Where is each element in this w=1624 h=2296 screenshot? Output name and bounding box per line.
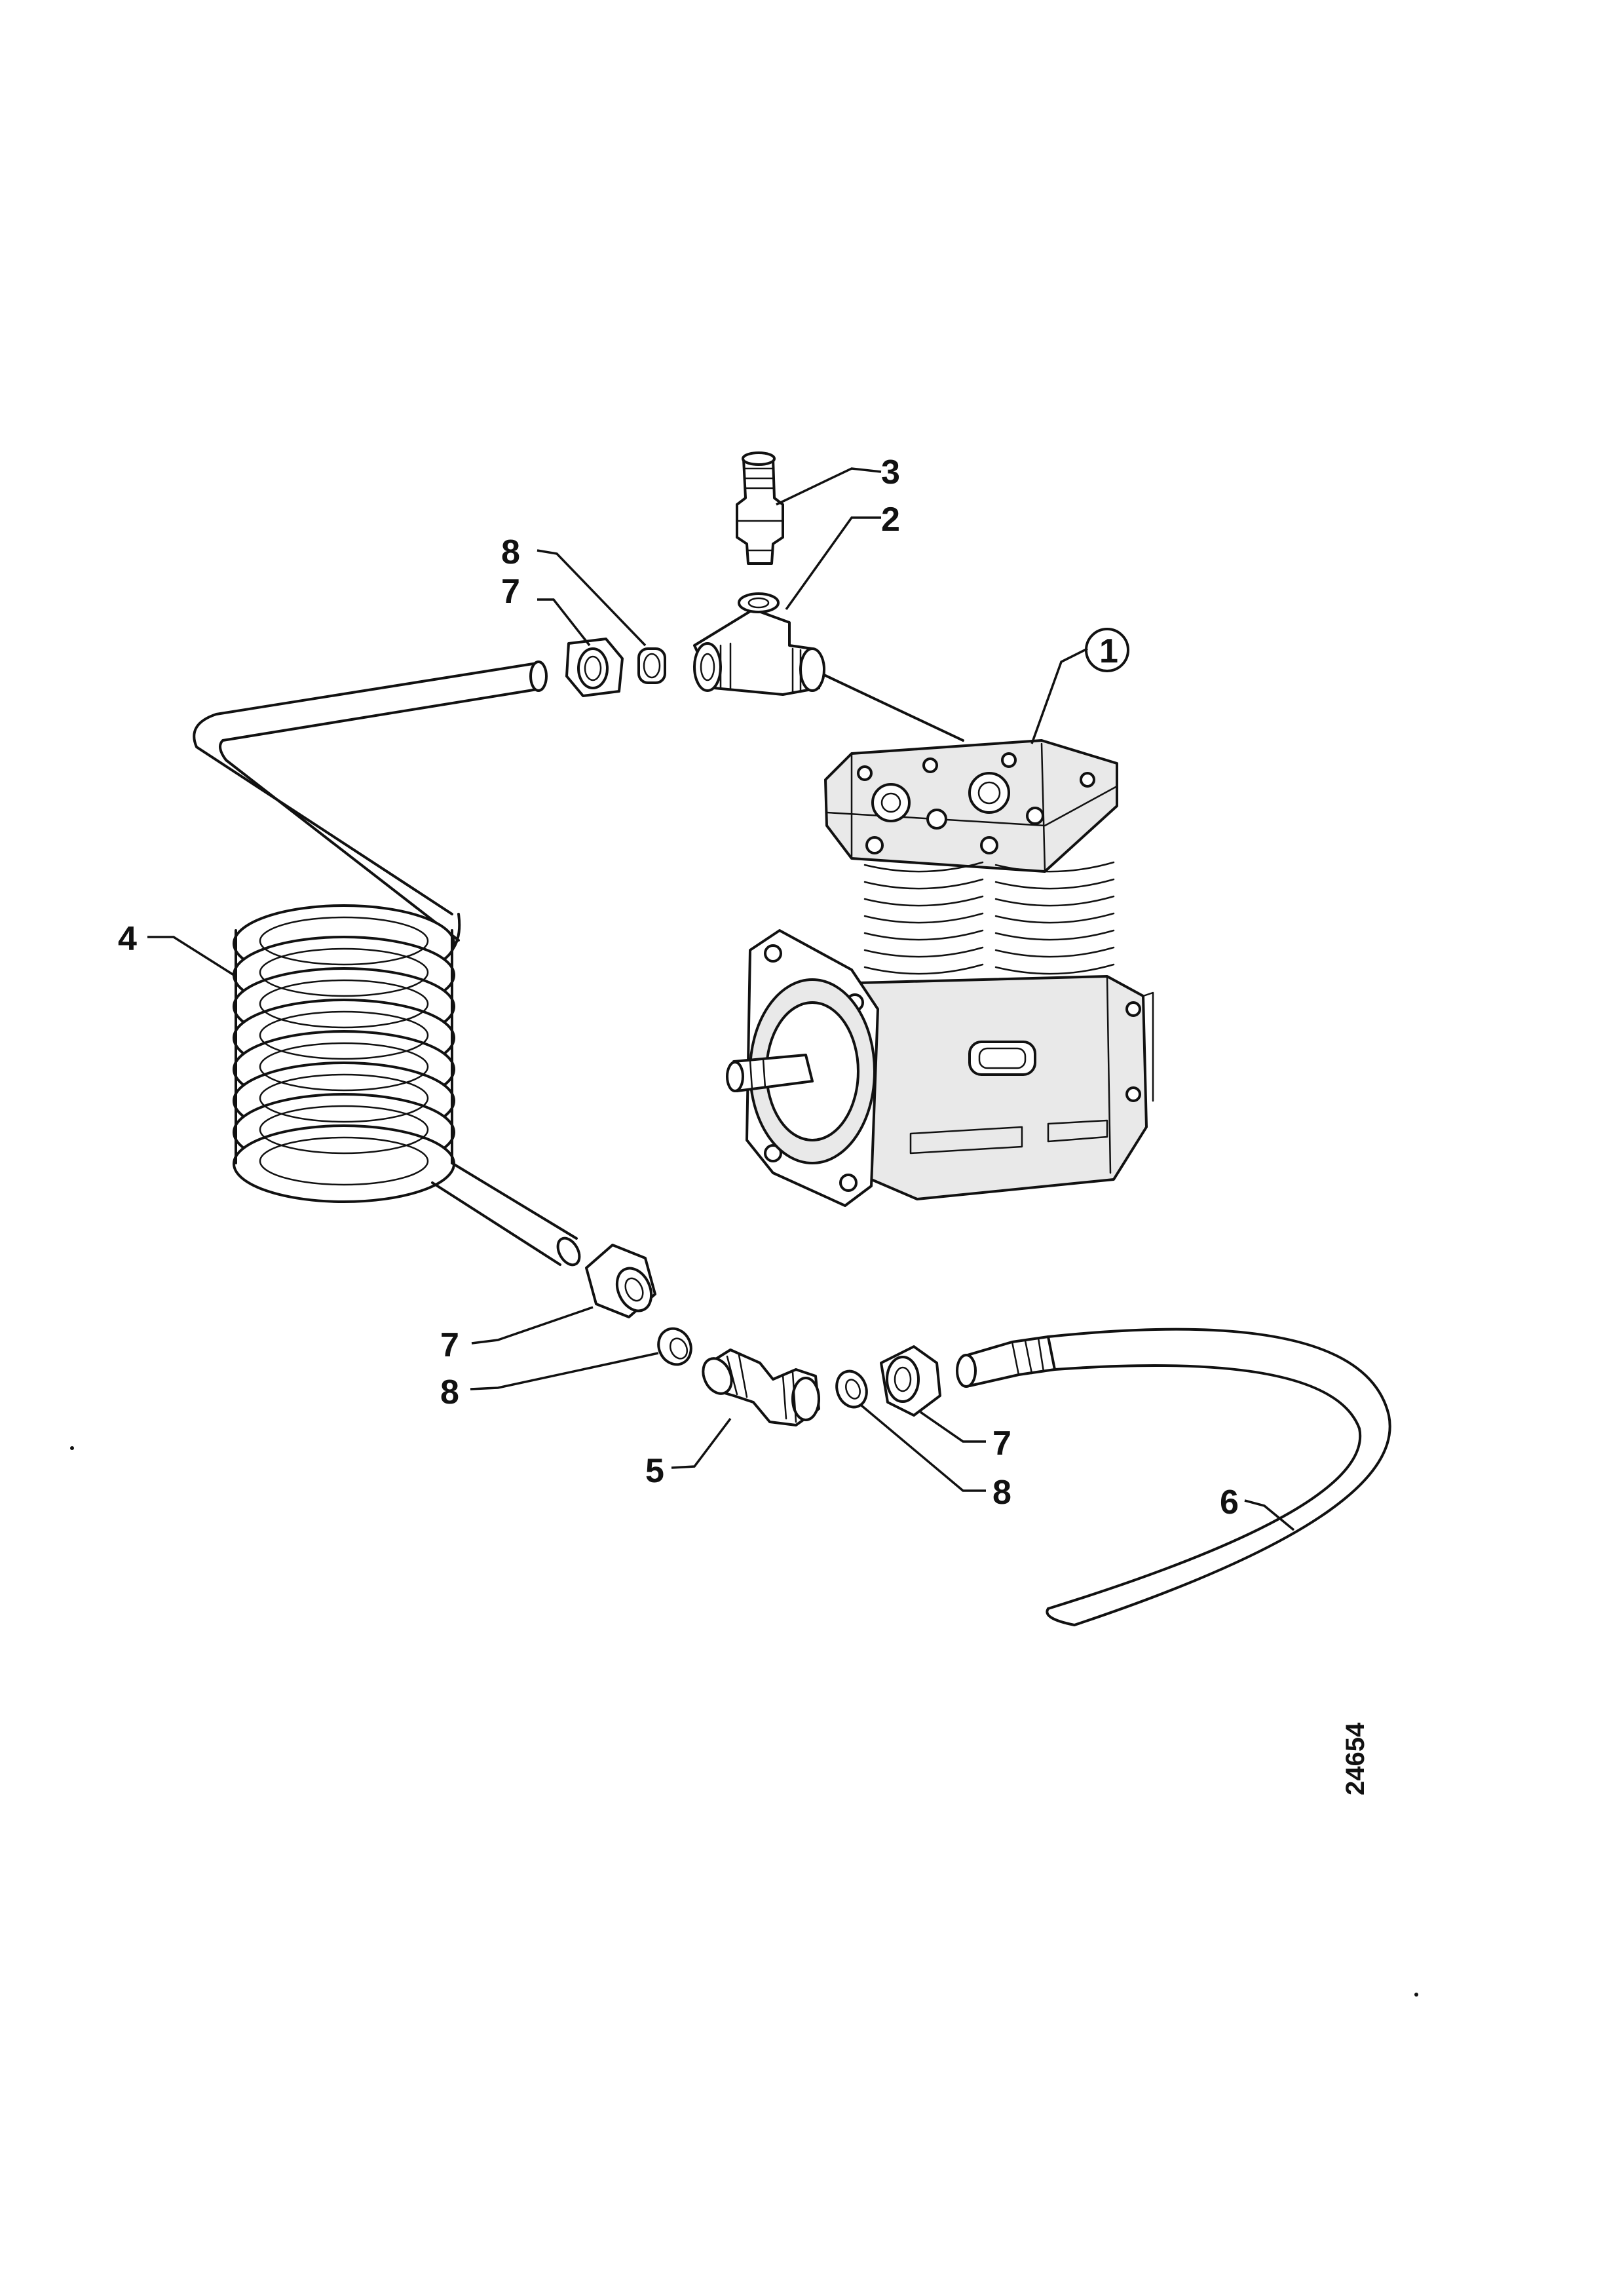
figure-number: 24654 [1341,1722,1370,1795]
cylinder-fin [994,895,1115,907]
callout-8-lower-right: 8 [992,1474,1011,1512]
coil-ring-inner [259,1010,429,1060]
sealing-ring-lower-left [657,1327,692,1366]
callout-1-circle [1085,628,1129,672]
cooling-pipe-upper [193,660,548,942]
callout-3: 3 [881,453,900,491]
nipple-fitting [736,451,784,565]
coil-ring-inner [259,1042,429,1092]
pipe-to-compressor [823,674,964,742]
cylinder-fin [994,878,1115,890]
callout-1: 1 [1099,632,1118,670]
coil-ring-inner [259,1105,429,1155]
elbow-fitting [702,1349,820,1426]
cylinder-fin [994,946,1115,958]
scan-speck [1414,1993,1418,1997]
cylinder-fin [863,861,984,873]
union-nut-lower-right [880,1345,941,1417]
air-compressor [726,739,1154,1207]
callout-7-lower-left: 7 [440,1326,459,1364]
cylinder-fin [994,861,1115,873]
cylinder-fin [863,895,984,907]
callout-7-lower-right: 7 [992,1425,1011,1463]
cylinder-fin [863,912,984,924]
coil-ring-inner [259,947,429,997]
t-piece [693,592,825,696]
cooling-pipe-lower [431,1162,581,1267]
callout-2: 2 [881,501,900,539]
callout-4: 4 [118,920,137,958]
cylinder-fin [863,878,984,890]
coil-ring-inner [259,1073,429,1123]
cylinder-fin [863,963,984,975]
union-nut-upper [565,638,624,697]
callout-8-lower-left: 8 [440,1373,459,1411]
callout-8-upper: 8 [501,533,520,571]
sealing-ring-lower-right [835,1369,868,1409]
callout-labels: 3 2 1 8 7 4 7 8 5 7 8 6 [118,453,1239,1521]
callout-7-upper: 7 [501,573,520,611]
cylinder-fin [994,912,1115,924]
coil-ring-inner [259,916,429,966]
cylinder-fin [994,963,1115,975]
coil-ring-inner [259,1136,429,1186]
callout-6: 6 [1220,1483,1239,1521]
cylinder-fin [863,929,984,941]
cylinder-fin [994,929,1115,941]
cylinder-fin [863,946,984,958]
sealing-ring-upper [637,647,666,684]
leader-lines [147,467,1295,1531]
union-nut-lower-left [585,1244,656,1318]
coil-ring-inner [259,979,429,1029]
cooling-coil [233,904,461,1203]
hose [956,1328,1391,1626]
callout-5: 5 [645,1452,664,1490]
scan-speck [70,1446,74,1450]
